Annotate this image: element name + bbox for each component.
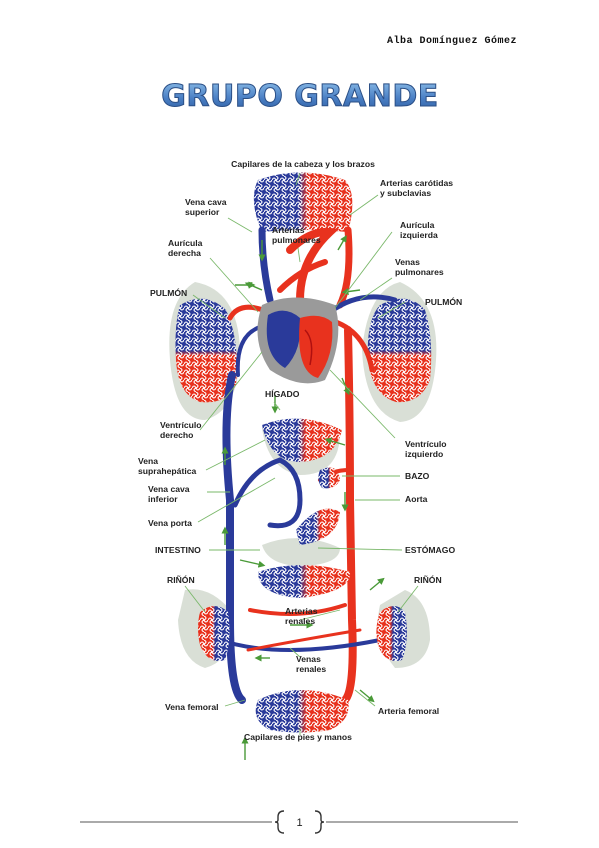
- head-capillaries: [253, 172, 353, 232]
- label-ventriculo-izquierdo-2: izquierdo: [405, 449, 443, 459]
- author-name: Alba Domínguez Gómez: [386, 36, 517, 47]
- label-vena-cava-inferior-1: Vena cava: [148, 484, 190, 494]
- label-vena-femoral: Vena femoral: [165, 702, 219, 712]
- label-venas-renales-1: Venas: [296, 654, 321, 664]
- label-arterias-pulmonares-1: Arterias: [272, 225, 305, 235]
- right-kidney: [376, 606, 407, 661]
- label-auricula-izquierda-2: izquierda: [400, 230, 438, 240]
- label-vena-porta: Vena porta: [148, 518, 192, 528]
- footer-brace-right: [314, 810, 325, 834]
- footer-brace-left: [274, 810, 285, 834]
- label-arterias-renales-2: renales: [285, 616, 315, 626]
- label-rinon-izquierdo: RIÑÓN: [167, 574, 195, 585]
- label-vena-cava-superior-2: superior: [185, 207, 220, 217]
- label-intestino: INTESTINO: [155, 545, 201, 555]
- vessels: [218, 226, 398, 704]
- spleen: [318, 467, 340, 489]
- label-venas-renales-2: renales: [296, 664, 326, 674]
- left-kidney: [198, 606, 230, 661]
- label-capilares-cabeza: Capilares de la cabeza y los brazos: [231, 159, 375, 169]
- label-capilares-pies: Capilares de pies y manos: [244, 732, 352, 742]
- label-auricula-derecha-2: derecha: [168, 248, 201, 258]
- label-arterias-pulmonares-2: pulmonares: [272, 235, 321, 245]
- label-arterias-carotidas-2: y subclavias: [380, 188, 431, 198]
- label-arterias-renales-1: Arterias: [285, 606, 318, 616]
- label-rinon-derecho: RIÑÓN: [414, 574, 442, 585]
- label-auricula-izquierda-1: Aurícula: [400, 220, 435, 230]
- leader-lines: [184, 172, 419, 735]
- liver: [262, 418, 342, 462]
- label-venas-pulmonares-2: pulmonares: [395, 267, 444, 277]
- intestine: [258, 565, 351, 598]
- flow-arrows: [221, 234, 385, 760]
- label-aorta: Aorta: [405, 494, 428, 504]
- heart: [257, 297, 339, 384]
- label-venas-pulmonares-1: Venas: [395, 257, 420, 267]
- label-ventriculo-derecho-2: derecho: [160, 430, 193, 440]
- label-ventriculo-derecho-1: Ventrículo: [160, 420, 202, 430]
- page-title: GRUPO GRANDE: [0, 70, 599, 120]
- stomach: [296, 508, 340, 545]
- label-vena-suprahepatica-1: Vena: [138, 456, 158, 466]
- right-lung: [367, 298, 432, 403]
- diagram-labels: Capilares de la cabeza y los brazos Arte…: [138, 159, 462, 742]
- label-arterias-carotidas-1: Arterias carótidas: [380, 178, 453, 188]
- label-ventriculo-izquierdo-1: Ventrículo: [405, 439, 447, 449]
- label-pulmon-izquierdo: PULMÓN: [150, 287, 187, 298]
- label-bazo: BAZO: [405, 471, 430, 481]
- label-arteria-femoral: Arteria femoral: [378, 706, 439, 716]
- label-vena-cava-superior-1: Vena cava: [185, 197, 227, 207]
- left-lung: [175, 298, 237, 403]
- page-number: 1: [296, 817, 302, 829]
- label-vena-suprahepatica-2: suprahepática: [138, 466, 196, 476]
- label-higado: HÍGADO: [265, 389, 300, 399]
- label-auricula-derecha-1: Aurícula: [168, 238, 203, 248]
- label-vena-cava-inferior-2: inferior: [148, 494, 178, 504]
- label-estomago: ESTÓMAGO: [405, 544, 455, 555]
- page-footer: 1: [0, 808, 599, 838]
- label-pulmon-derecho: PULMÓN: [425, 296, 462, 307]
- feet-capillaries: [255, 690, 349, 733]
- page-title-text: GRUPO GRANDE: [161, 79, 438, 114]
